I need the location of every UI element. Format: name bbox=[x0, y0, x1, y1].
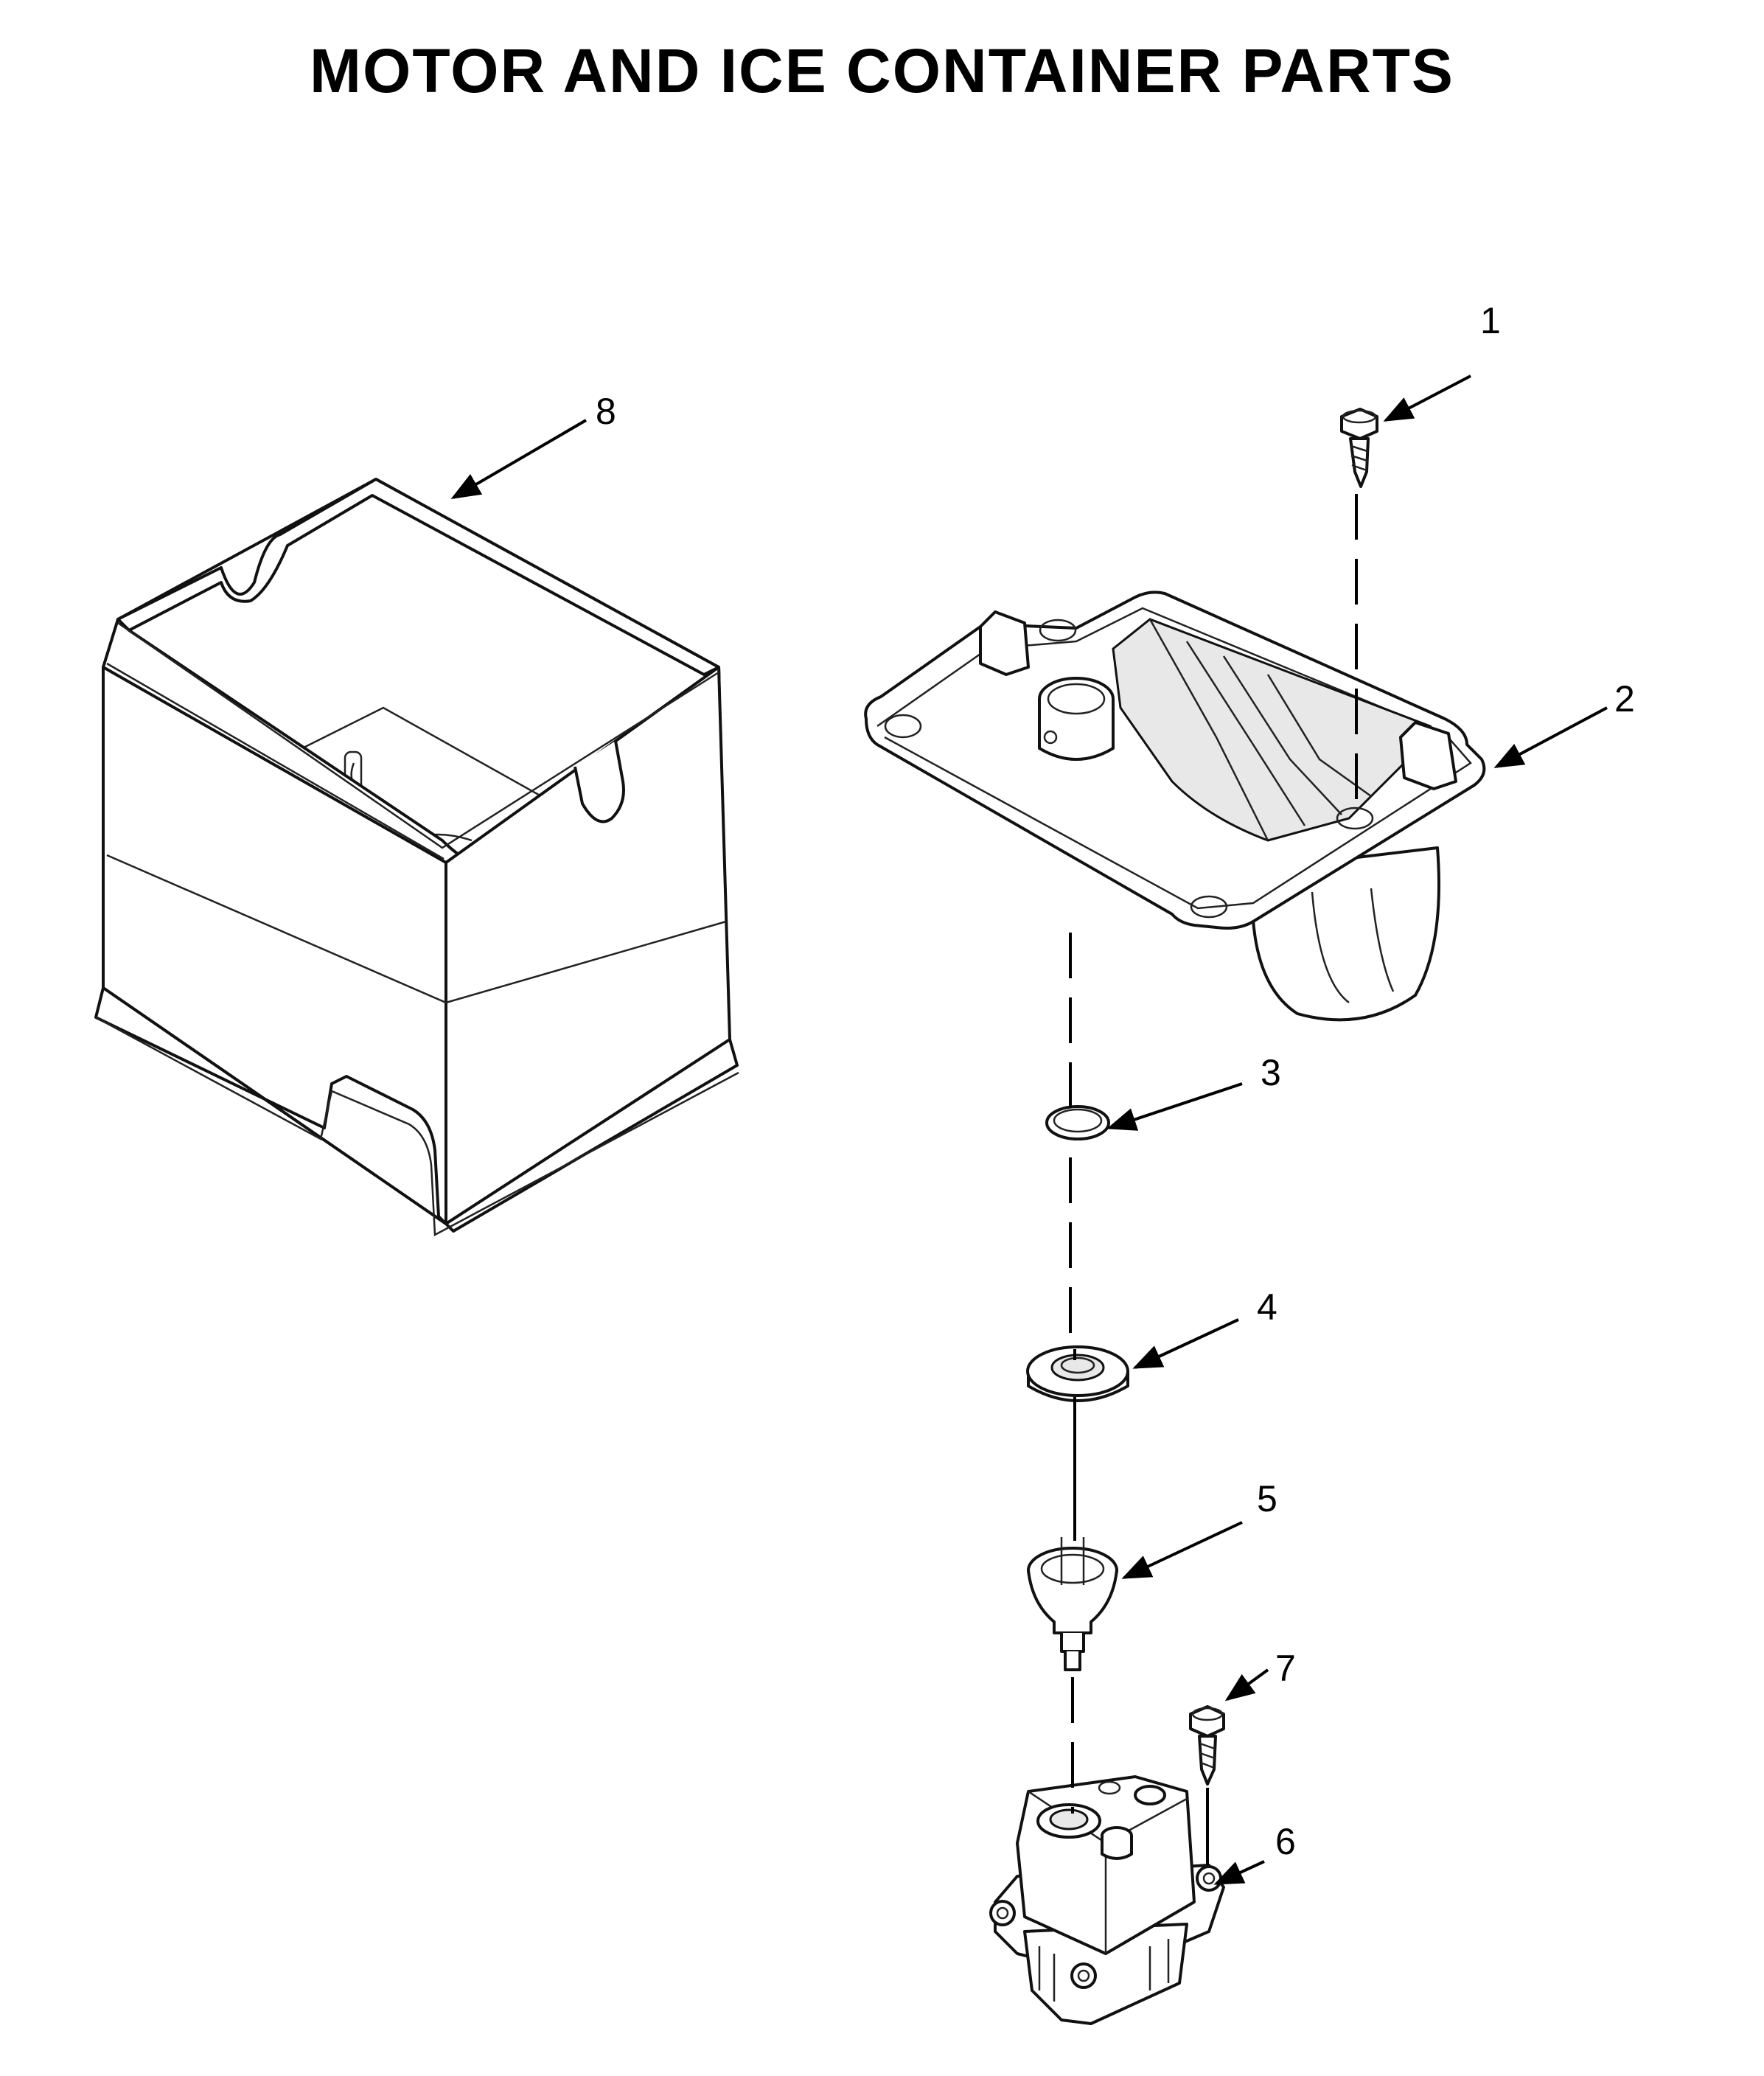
motor-part-6 bbox=[989, 1775, 1225, 2025]
callout-leaders bbox=[450, 375, 1608, 1885]
callout-2: 2 bbox=[1614, 678, 1635, 720]
page-title: MOTOR AND ICE CONTAINER PARTS bbox=[310, 36, 1454, 105]
callout-3: 3 bbox=[1261, 1052, 1281, 1093]
bearing-part-4 bbox=[1026, 1345, 1129, 1402]
callout-7: 7 bbox=[1275, 1648, 1296, 1689]
screw-part-1 bbox=[1340, 408, 1378, 488]
screw-part-7 bbox=[1189, 1705, 1225, 1786]
callout-labels: 1 2 3 4 5 6 7 8 bbox=[596, 300, 1635, 1862]
callout-8: 8 bbox=[596, 391, 616, 432]
callout-5: 5 bbox=[1257, 1478, 1277, 1519]
callout-4: 4 bbox=[1257, 1286, 1277, 1328]
callout-6: 6 bbox=[1275, 1821, 1296, 1862]
coupler-part-5 bbox=[1027, 1537, 1118, 1671]
callout-1: 1 bbox=[1480, 300, 1501, 341]
alignment-lines bbox=[1069, 494, 1358, 1865]
dispenser-chute-plate bbox=[864, 591, 1486, 1022]
washer-part-3 bbox=[1045, 1105, 1110, 1140]
ice-container-bucket bbox=[94, 478, 739, 1237]
